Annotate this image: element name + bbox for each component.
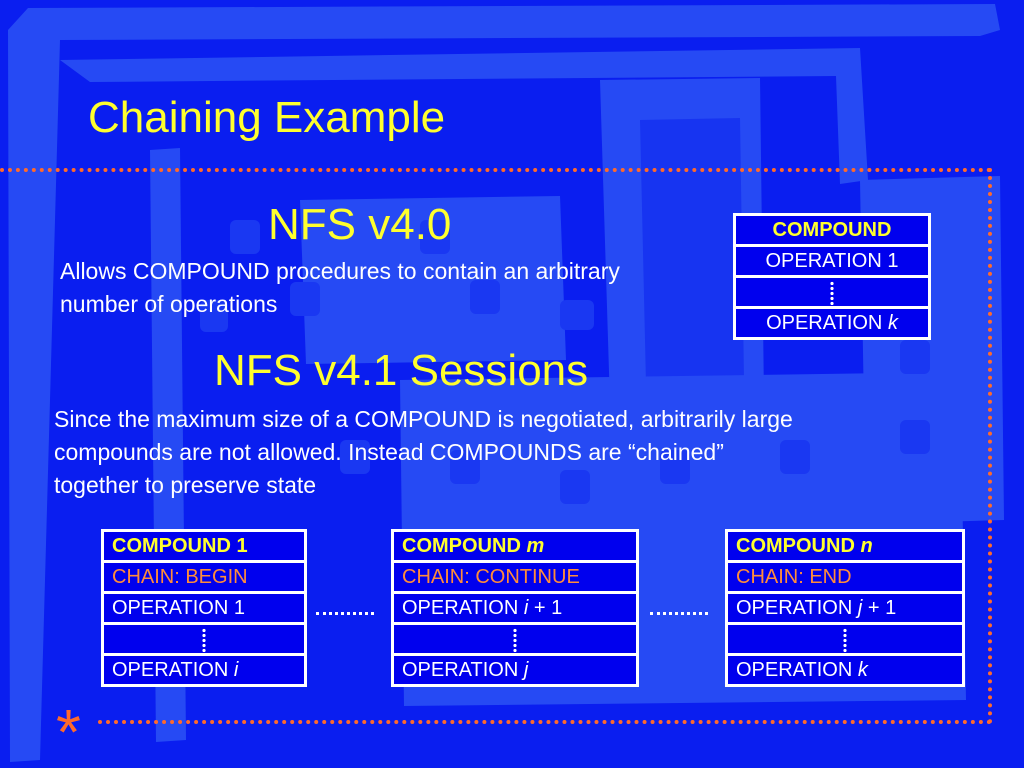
operation-first-var: i — [523, 597, 529, 619]
chain-label: CHAIN: CONTINUE — [391, 560, 639, 594]
dotted-frame-right — [988, 168, 992, 724]
operation-first: OPERATION 1 — [101, 591, 307, 625]
compound-header: COMPOUND m — [391, 529, 639, 563]
ellipsis-row — [725, 622, 965, 656]
ellipsis-row — [733, 275, 931, 309]
compound-header-label: COMPOUND 1 — [112, 535, 248, 557]
dotted-frame-top — [0, 168, 992, 172]
vertical-ellipsis-icon — [843, 627, 847, 652]
compound-header: COMPOUND n — [725, 529, 965, 563]
operation-first-var: j — [857, 597, 863, 619]
operation-last: OPERATION k — [733, 306, 931, 340]
operation-last: OPERATION j — [391, 653, 639, 687]
operation-last: OPERATION i — [101, 653, 307, 687]
operation-last-var: k — [857, 659, 868, 681]
heading-nfs-v40: NFS v4.0 — [268, 200, 452, 249]
operation-last-label: OPERATION — [736, 659, 853, 681]
description-nfs-v40: Allows COMPOUND procedures to contain an… — [60, 258, 620, 317]
compound-header-var: m — [526, 535, 545, 557]
operation-first: OPERATION i + 1 — [391, 591, 639, 625]
vertical-ellipsis-icon — [830, 280, 834, 305]
operation-first-suffix: + 1 — [867, 597, 897, 619]
compound-table-1: COMPOUND 1 CHAIN: BEGIN OPERATION 1 OPER… — [101, 529, 307, 687]
chain-connector-dots — [650, 612, 708, 615]
operation-last-var: k — [887, 312, 898, 334]
operation-last: OPERATION k — [725, 653, 965, 687]
operation-first: OPERATION j + 1 — [725, 591, 965, 625]
slide-title: Chaining Example — [88, 93, 446, 142]
operation-last-label: OPERATION — [112, 659, 229, 681]
operation-last-label: OPERATION — [766, 312, 883, 334]
compound-table-v40: COMPOUND OPERATION 1 OPERATION k — [733, 213, 931, 340]
operation-first-label: OPERATION — [736, 597, 853, 619]
compound-table-n: COMPOUND n CHAIN: END OPERATION j + 1 OP… — [725, 529, 965, 687]
ellipsis-row — [101, 622, 307, 656]
ellipsis-row — [391, 622, 639, 656]
chain-label: CHAIN: BEGIN — [101, 560, 307, 594]
compound-header: COMPOUND 1 — [101, 529, 307, 563]
description-nfs-v41: Since the maximum size of a COMPOUND is … — [54, 406, 793, 498]
compound-header: COMPOUND — [733, 213, 931, 247]
compound-header-var: n — [860, 535, 873, 557]
compound-header-label: COMPOUND — [736, 535, 855, 557]
dotted-frame-bottom — [98, 720, 992, 724]
vertical-ellipsis-icon — [513, 627, 517, 652]
asterisk-bullet: * — [56, 696, 81, 768]
operation-last-var: j — [523, 659, 529, 681]
heading-nfs-v41-sessions: NFS v4.1 Sessions — [214, 346, 589, 395]
vertical-ellipsis-icon — [202, 627, 206, 652]
operation-first: OPERATION 1 — [733, 244, 931, 278]
operation-last-label: OPERATION — [402, 659, 519, 681]
operation-first-suffix: + 1 — [533, 597, 563, 619]
operation-last-var: i — [233, 659, 239, 681]
operation-first-label: OPERATION 1 — [112, 597, 245, 619]
chain-label: CHAIN: END — [725, 560, 965, 594]
compound-header-label: COMPOUND — [402, 535, 521, 557]
chain-connector-dots — [316, 612, 374, 615]
compound-table-m: COMPOUND m CHAIN: CONTINUE OPERATION i +… — [391, 529, 639, 687]
operation-first-label: OPERATION — [402, 597, 519, 619]
